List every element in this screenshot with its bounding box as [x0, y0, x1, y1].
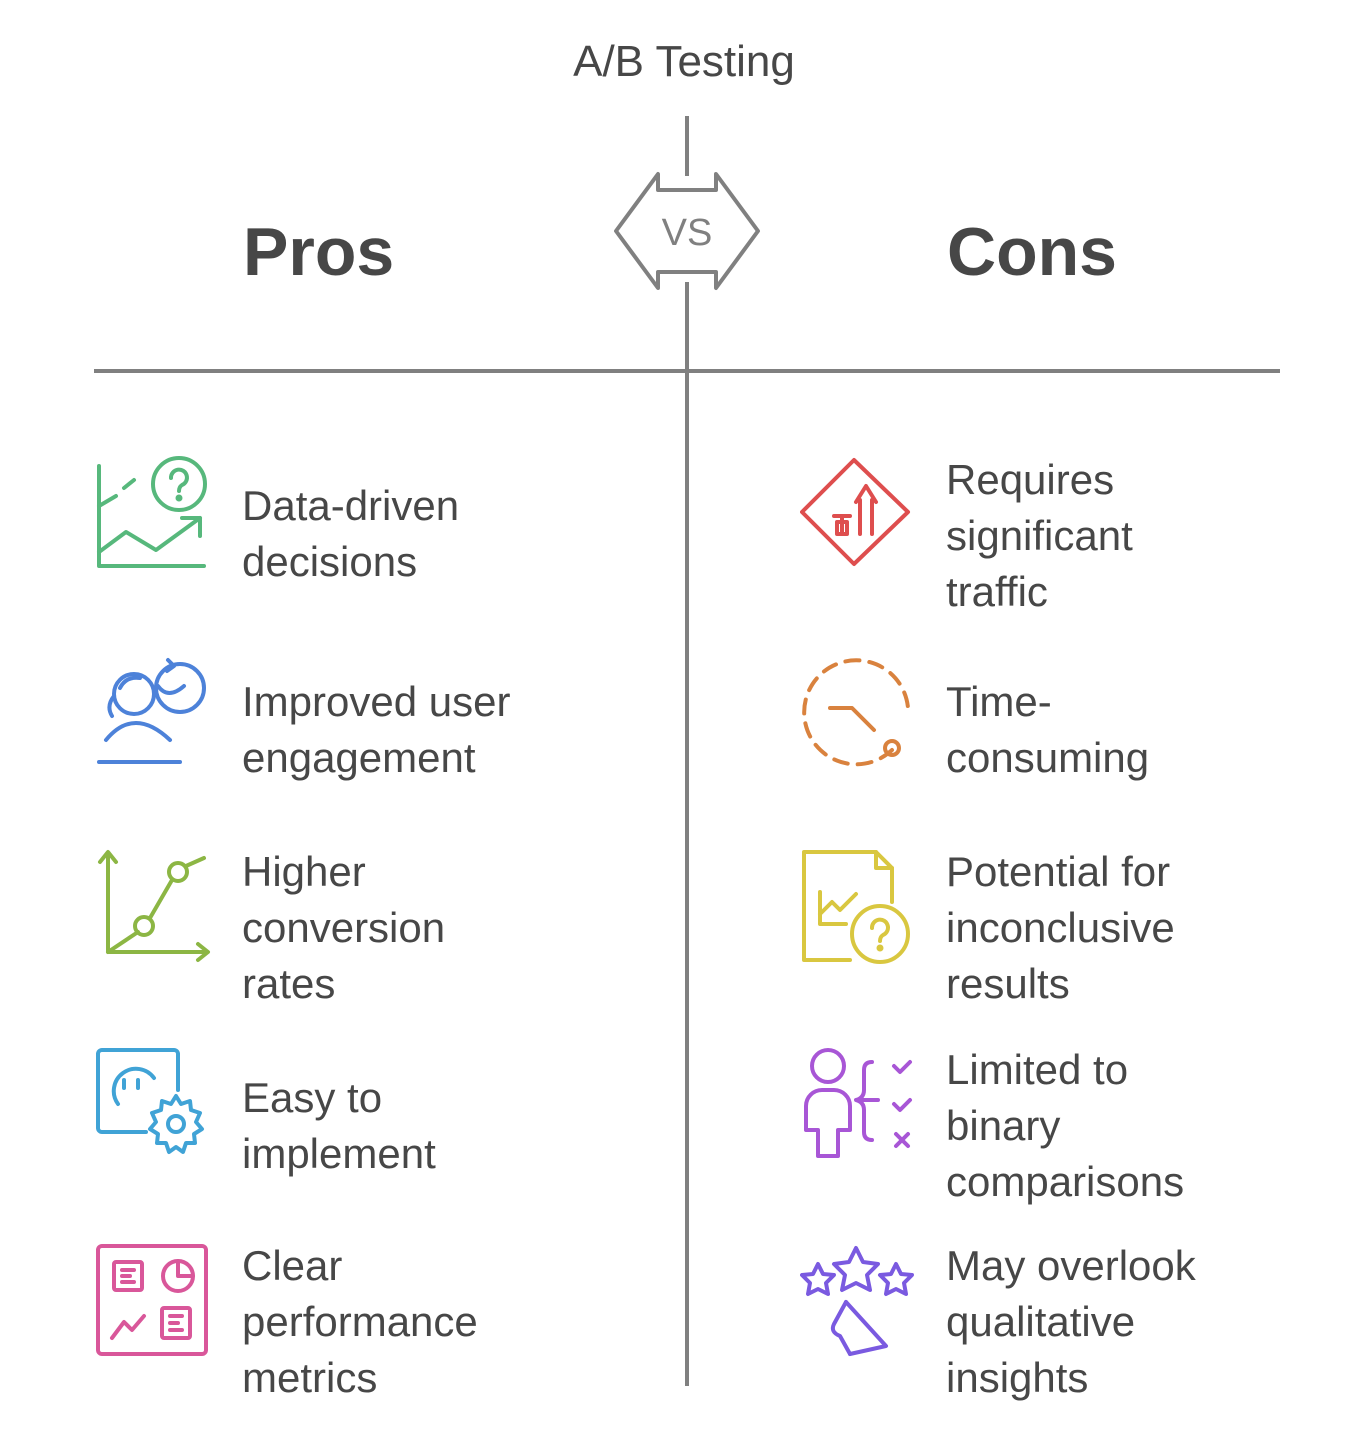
cons-heading: Cons: [947, 214, 1117, 290]
pro-label: Clear performance metrics: [242, 1242, 478, 1401]
gear-screen-icon: [96, 1048, 204, 1154]
diagram-title: A/B Testing: [573, 37, 795, 86]
pro-label: Improved user engagement: [242, 678, 511, 781]
stars-feedback-icon: [800, 1246, 914, 1356]
traffic-sign-icon: [800, 458, 910, 566]
chart-question-icon: [97, 456, 207, 568]
con-label: Time- consuming: [946, 678, 1150, 781]
user-refresh-icon: [97, 658, 206, 764]
con-label: Limited to binary comparisons: [946, 1046, 1185, 1205]
vs-badge: VS: [612, 170, 762, 297]
vs-double-arrow-icon: [614, 172, 760, 290]
dashboard-icon: [96, 1244, 208, 1356]
pro-label: Data-driven decisions: [242, 482, 460, 585]
con-label: Potential for inconclusive results: [946, 848, 1175, 1007]
person-checklist-icon: [804, 1048, 912, 1158]
pros-heading: Pros: [243, 214, 395, 290]
pro-label: Easy to implement: [242, 1074, 436, 1177]
dashed-clock-icon: [802, 658, 910, 767]
document-question-icon: [802, 850, 910, 964]
rising-graph-icon: [98, 850, 210, 962]
vs-label: VS: [662, 212, 713, 254]
pro-label: Higher conversion rates: [242, 848, 446, 1007]
con-label: Requires significant traffic: [946, 456, 1133, 615]
con-label: May overlook qualitative insights: [946, 1242, 1196, 1401]
